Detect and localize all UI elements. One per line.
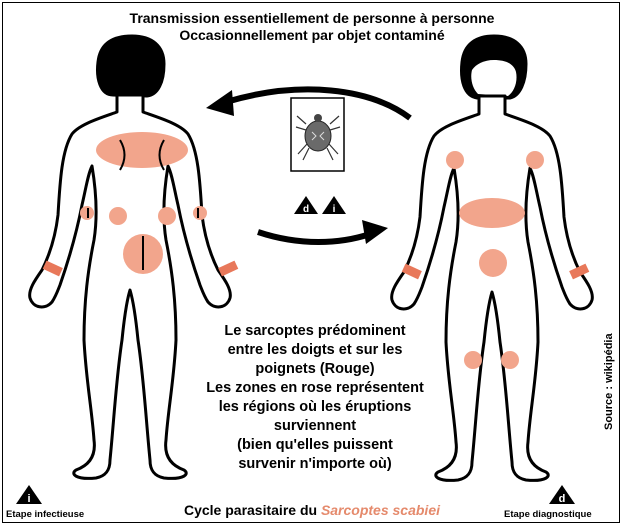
- description-line: poignets (Rouge): [195, 360, 435, 379]
- mite-icon: [291, 98, 344, 171]
- warning-triangle-icon: d i: [294, 196, 346, 215]
- description-line: Le sarcoptes prédominent: [195, 322, 435, 341]
- right-wrist-mark: [218, 261, 238, 277]
- description-line: entre les doigts et sur les: [195, 341, 435, 360]
- right-chest-rash: [526, 151, 544, 169]
- left-knee-rash: [464, 351, 482, 369]
- left-head: [98, 36, 164, 96]
- description-line: Les zones en rose représentent: [195, 379, 435, 398]
- description-line: survenir n'importe où): [195, 455, 435, 474]
- caption-prefix: Cycle parasitaire du: [184, 502, 321, 518]
- right-face: [471, 60, 516, 96]
- caption-species: Sarcoptes scabiei: [321, 502, 440, 518]
- waist-rash: [459, 198, 525, 228]
- waist-right-rash: [158, 207, 176, 225]
- waist-left-rash: [109, 207, 127, 225]
- arrow-right-icon: [258, 220, 388, 244]
- left-chest-rash: [446, 151, 464, 169]
- diagnostic-stage-label: Etape diagnostique: [504, 509, 592, 520]
- upper-back-rash: [96, 132, 188, 168]
- svg-text:d: d: [303, 204, 309, 215]
- source-credit: Source : wikipédia: [603, 333, 615, 430]
- description-line: les régions où les éruptions: [195, 398, 435, 417]
- infectious-stage-label: Etape infectieuse: [6, 509, 84, 520]
- description-line: surviennent: [195, 417, 435, 436]
- svg-text:i: i: [333, 204, 336, 215]
- description-line: (bien qu'elles puissent: [195, 436, 435, 455]
- groin-rash: [479, 249, 507, 277]
- center-description: Le sarcoptes prédominent entre les doigt…: [195, 322, 435, 474]
- right-knee-rash: [501, 351, 519, 369]
- right-elbow-rash: [193, 206, 207, 220]
